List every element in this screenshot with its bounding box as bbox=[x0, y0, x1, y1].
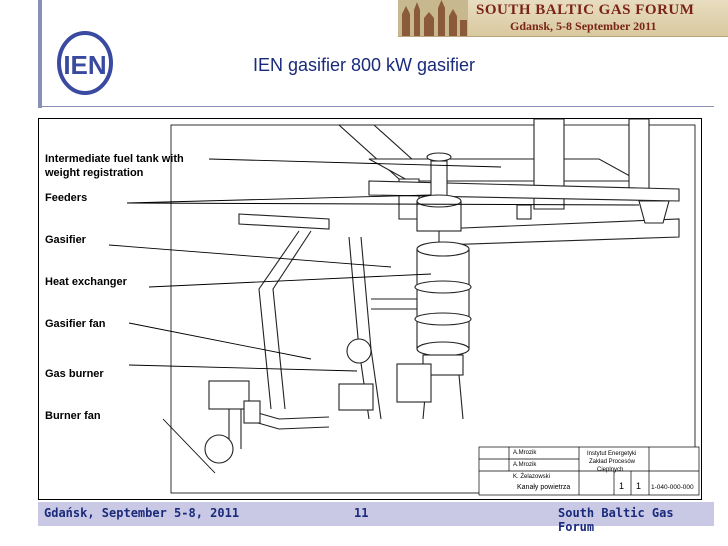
slide-title-text: IEN gasifier 800 kW gasifier bbox=[252, 55, 476, 75]
city-skyline-icon bbox=[398, 0, 468, 36]
label-fuel-tank: Intermediate fuel tank with weight regis… bbox=[45, 153, 184, 179]
technical-drawing: A.Mrozik A.Mrozik K. Żelazowski Instytut… bbox=[38, 118, 702, 500]
forum-banner: SOUTH BALTIC GAS FORUM Gdansk, 5-8 Septe… bbox=[398, 0, 728, 37]
label-gasifier-fan: Gasifier fan bbox=[45, 318, 106, 330]
label-gasifier: Gasifier bbox=[45, 234, 86, 246]
label-heat-exchanger: Heat exchanger bbox=[45, 276, 127, 288]
banner-title: SOUTH BALTIC GAS FORUM bbox=[476, 2, 695, 18]
header-rule bbox=[38, 106, 714, 107]
label-burner-fan: Burner fan bbox=[45, 410, 101, 422]
slide-footer: Gdańsk, September 5-8, 2011 11 South Bal… bbox=[38, 502, 714, 534]
left-frame-bar bbox=[38, 0, 42, 108]
tb-sheets: 1 bbox=[636, 481, 642, 491]
tb-sheet: 1 bbox=[619, 481, 625, 491]
tb-name-3: K. Żelazowski bbox=[513, 474, 551, 480]
logo-text: IEN bbox=[63, 50, 106, 80]
tb-dept: Zakład Procesów bbox=[589, 459, 636, 465]
label-feeders: Feeders bbox=[45, 192, 88, 204]
ien-logo: IEN bbox=[57, 31, 113, 95]
banner-subtitle: Gdansk, 5-8 September 2011 bbox=[510, 19, 657, 33]
gasifier-drawing bbox=[108, 119, 700, 496]
label-gas-burner: Gas burner bbox=[45, 368, 104, 380]
tb-dept2: Cieplnych bbox=[597, 467, 624, 473]
footer-forum-name: South Baltic Gas Forum bbox=[558, 506, 674, 534]
tb-drawing-name: Kanały powietrza bbox=[517, 484, 571, 491]
tb-name-1: A.Mrozik bbox=[513, 450, 537, 456]
tb-number: 1-040-000-000 bbox=[651, 484, 694, 491]
tb-institute: Instytut Energetyki bbox=[587, 451, 637, 457]
footer-date: Gdańsk, September 5-8, 2011 bbox=[44, 506, 240, 520]
footer-page-number: 11 bbox=[354, 506, 369, 520]
slide-title: IEN gasifier 800 kW gasifier bbox=[0, 55, 728, 76]
tb-name-2: A.Mrozik bbox=[513, 462, 537, 468]
